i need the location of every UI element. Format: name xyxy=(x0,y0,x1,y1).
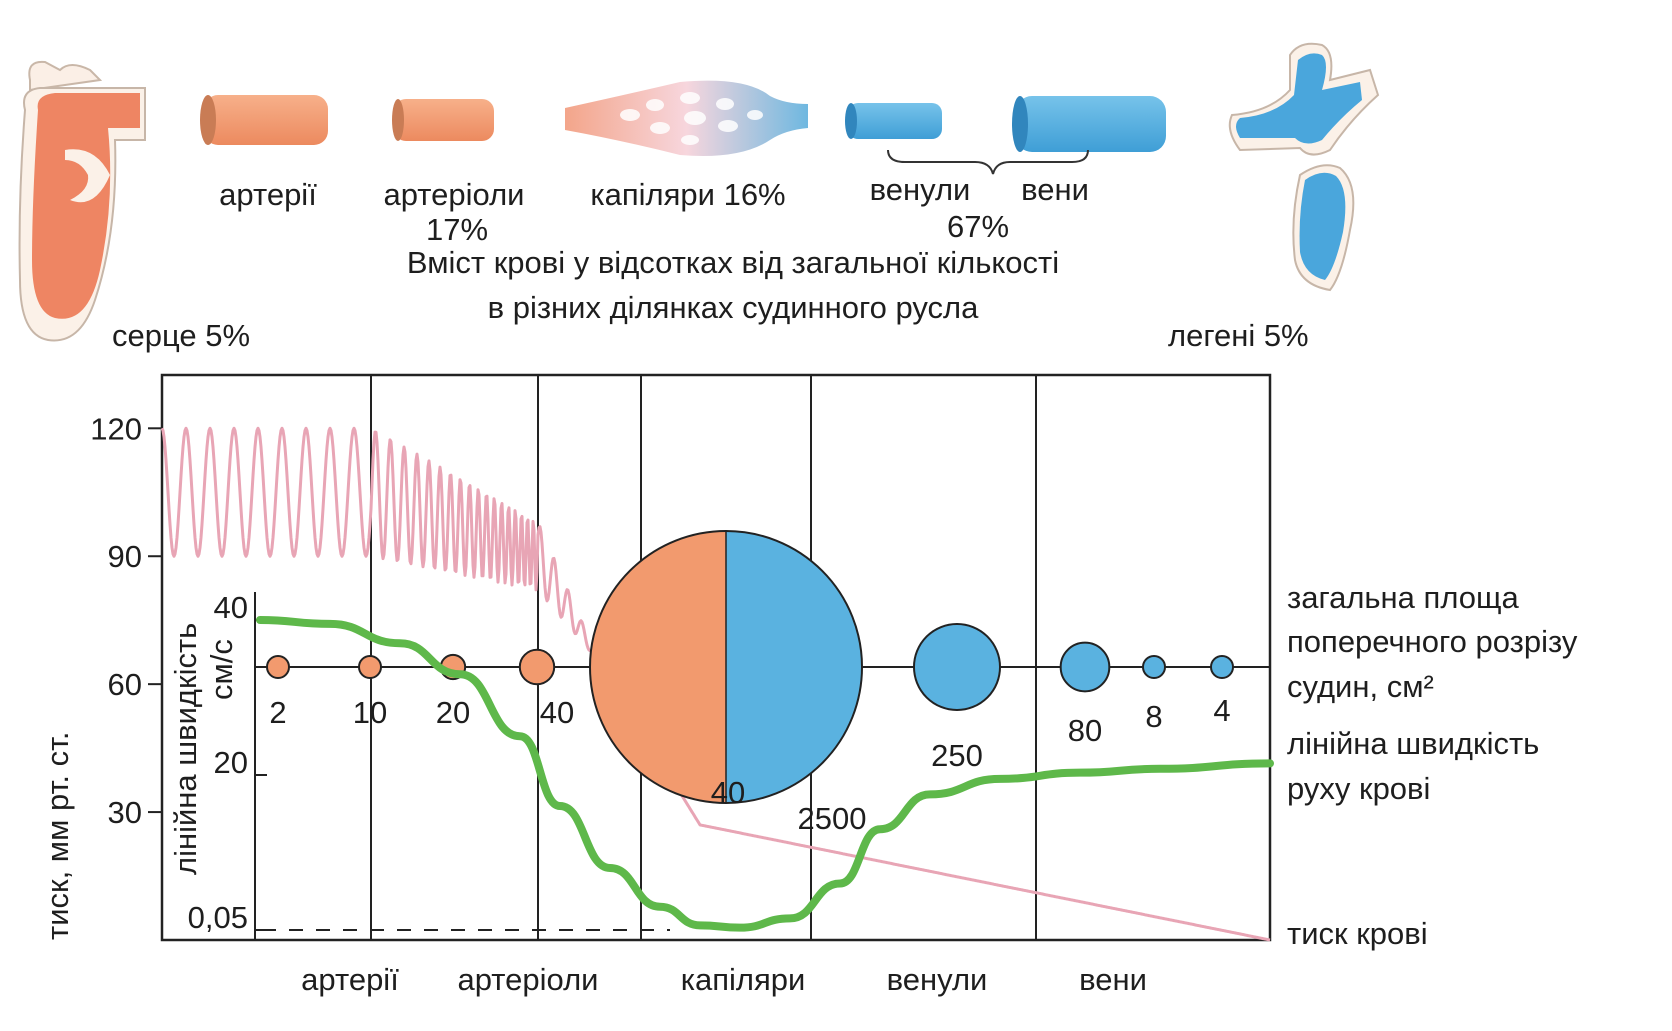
area-legend-line3: судин, см² xyxy=(1287,669,1434,704)
caption-line-2: в різних ділянках судинного русла xyxy=(488,290,980,325)
pressure-tick-label: 30 xyxy=(108,795,142,830)
top-label-veins-pct: 67% xyxy=(947,209,1009,244)
area-value-label: 20 xyxy=(436,695,470,730)
cross-section-circles xyxy=(266,530,1234,804)
lungs-label: легені 5% xyxy=(1168,318,1309,353)
top-label-arteries: артерії xyxy=(219,177,317,212)
area-circle xyxy=(266,655,290,679)
velocity-tick-label: 0,05 xyxy=(188,900,248,935)
area-circle xyxy=(1210,655,1234,679)
venules-vessel xyxy=(845,103,942,139)
area-value-label: 80 xyxy=(1068,713,1102,748)
top-label-veins: вени xyxy=(1021,172,1089,207)
velocity-legend-line1: лінійна швидкість xyxy=(1287,726,1539,761)
pressure-curve xyxy=(160,426,1271,942)
pressure-axis-label: тиск, мм рт. ст. xyxy=(40,732,75,940)
pressure-axis-ticks: 120 90 60 30 xyxy=(90,411,162,830)
lungs-illustration xyxy=(1228,42,1380,292)
arteries-vessel xyxy=(200,95,328,145)
chart: 120 90 60 30 40 20 0,05 тиск, мм рт. ст. ліні… xyxy=(40,373,1578,997)
venules-veins-brace xyxy=(887,149,1089,175)
veins-vessel xyxy=(1012,96,1166,152)
segment-label: вени xyxy=(1079,962,1147,997)
chart-frame xyxy=(160,373,1272,942)
top-label-venules: венули xyxy=(870,172,971,207)
segment-label: артерії xyxy=(301,962,399,997)
area-value-label: 40 xyxy=(540,695,574,730)
velocity-axis-label-line1: лінійна швидкість xyxy=(168,623,203,875)
area-circle xyxy=(358,655,382,679)
top-label-capillaries: капіляри 16% xyxy=(590,177,785,212)
area-circle xyxy=(726,531,862,803)
velocity-tick-label: 40 xyxy=(214,590,248,625)
velocity-legend-line2: руху крові xyxy=(1287,771,1430,806)
top-label-arterioles: артеріоли xyxy=(384,177,525,212)
area-legend-line2: поперечного розрізу xyxy=(1287,624,1578,659)
cross-section-labels: 2 10 20 40 2500 250 80 8 4 40 xyxy=(269,693,1230,836)
heart-illustration xyxy=(18,60,146,342)
area-value-label: 8 xyxy=(1145,699,1162,734)
area-value-label: 2500 xyxy=(798,801,867,836)
pressure-tick-label: 90 xyxy=(108,539,142,574)
segment-label: венули xyxy=(887,962,988,997)
pressure-tick-label: 120 xyxy=(90,411,142,446)
area-circle xyxy=(518,648,556,686)
area-circle xyxy=(1059,641,1111,693)
velocity-curve xyxy=(256,616,1274,932)
heart-label: серце 5% xyxy=(112,318,250,353)
capillary-inner-label: 40 xyxy=(711,775,745,810)
area-circle xyxy=(1142,655,1166,679)
area-legend-line1: загальна площа xyxy=(1287,580,1520,615)
velocity-axis-label-line2: см/с xyxy=(204,639,239,700)
top-label-arterioles-pct: 17% xyxy=(426,212,488,247)
arterioles-vessel xyxy=(392,99,494,141)
area-value-label: 2 xyxy=(269,695,286,730)
pressure-legend: тиск крові xyxy=(1287,916,1428,951)
segment-label: артеріоли xyxy=(458,962,599,997)
pressure-tick-label: 60 xyxy=(108,667,142,702)
segment-label: капіляри xyxy=(681,962,806,997)
segment-labels: артерії артеріоли капіляри венули вени xyxy=(301,962,1147,997)
capillaries-network xyxy=(565,80,808,156)
area-value-label: 4 xyxy=(1213,693,1230,728)
velocity-axis-ticks: 40 20 0,05 xyxy=(188,590,267,935)
caption-line-1: Вміст крові у відсотках від загальної кі… xyxy=(407,245,1059,280)
area-value-label: 10 xyxy=(353,695,387,730)
velocity-tick-label: 20 xyxy=(214,745,248,780)
area-circle xyxy=(912,622,1002,712)
area-value-label: 250 xyxy=(931,738,983,773)
area-circle xyxy=(590,531,726,803)
